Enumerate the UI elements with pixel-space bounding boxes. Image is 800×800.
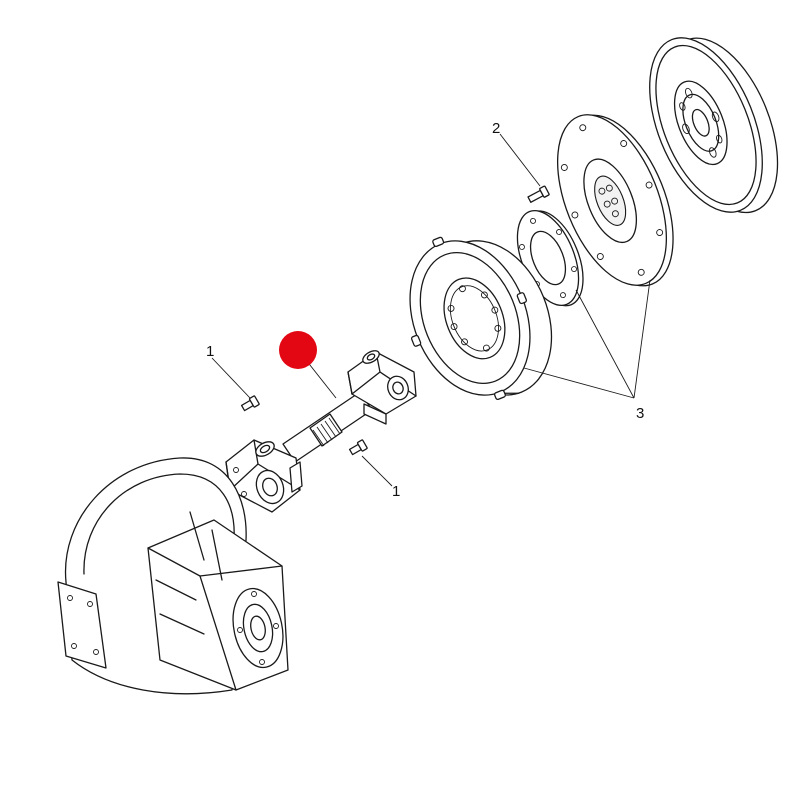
bolt-2 (527, 185, 550, 203)
gearbox-housing (57, 457, 289, 695)
callout-1-right: 1 (392, 483, 400, 500)
leader-3a (523, 367, 635, 399)
leader-3b (575, 289, 635, 399)
callout-1-left: 1 (206, 343, 214, 360)
leader-1-left (211, 357, 251, 399)
flex-plate (556, 114, 674, 287)
leader-2 (499, 133, 541, 187)
flywheel (649, 37, 779, 214)
bolt-1-right (348, 439, 368, 456)
leader-1-right (361, 455, 393, 487)
coupling-housing (409, 236, 553, 401)
leader-lines (211, 133, 651, 487)
universal-joint-right (347, 350, 417, 425)
callout-2: 2 (492, 120, 500, 137)
drive-shaft (225, 350, 417, 513)
bolt-1-left (240, 395, 260, 412)
leader-marker (305, 359, 337, 399)
callout-3: 3 (636, 405, 644, 422)
leader-3c (633, 279, 651, 399)
highlight-marker-dot (279, 331, 317, 369)
universal-joint-left (225, 439, 303, 513)
